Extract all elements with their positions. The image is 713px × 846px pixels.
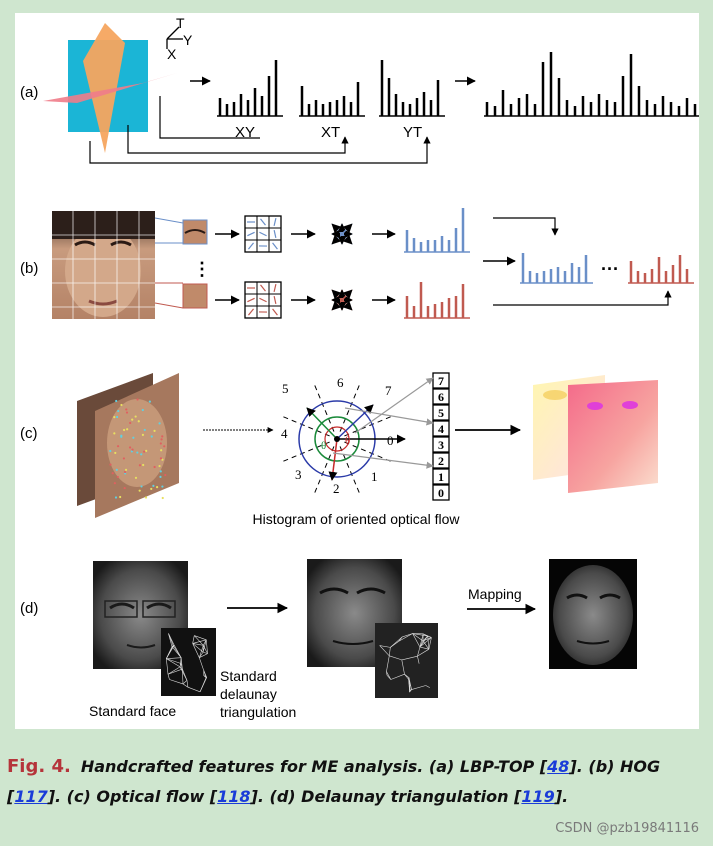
concatenated-histogram	[484, 52, 699, 116]
sector-label: 7	[385, 383, 392, 398]
hog-row-bottom	[215, 282, 470, 318]
figure-caption: Fig. 4. Handcrafted features for ME analy…	[7, 752, 707, 812]
sector-label: 4	[281, 426, 288, 441]
sector-label: 3	[295, 467, 302, 482]
hoof-diagram: θ θ 5 6 7 4 0 3 2 1	[280, 375, 405, 496]
figure-number: Fig. 4.	[7, 756, 71, 777]
lbp-histograms	[217, 60, 445, 116]
panel-c-label: (c)	[20, 425, 38, 442]
caption-intro: Handcrafted features for ME analysis. (a…	[81, 757, 547, 776]
panel-d-label: (d)	[20, 600, 38, 617]
target-delaunay-mesh	[375, 623, 438, 698]
ref-link-117[interactable]: 117	[14, 787, 47, 806]
ref-link-119[interactable]: 119	[521, 787, 554, 806]
axis-y: Y	[183, 32, 193, 48]
bin-label: 4	[438, 422, 444, 436]
bin-label: 5	[438, 406, 444, 420]
sector-label: 2	[333, 481, 340, 496]
theta-red: θ	[345, 435, 350, 447]
standard-delaunay-line3: triangulation	[220, 704, 296, 720]
hoof-bins: 7 6 5 4 3 2 1 0	[433, 373, 449, 500]
bin-connectors	[333, 378, 433, 466]
connector-yt	[90, 137, 427, 163]
mapped-face-image	[549, 559, 637, 669]
bin-label: 0	[438, 486, 444, 500]
figure-svg: (a) T Y X XY XT YT (b)	[15, 13, 699, 729]
sector-label: 5	[282, 381, 289, 396]
face-photo-b	[52, 211, 155, 319]
theta-green: θ	[321, 440, 326, 452]
panel-b: (b) ⋮ ···	[20, 208, 694, 319]
hist-label-yt: YT	[403, 124, 422, 141]
panel-a-label: (a)	[20, 84, 38, 101]
mapping-label: Mapping	[468, 586, 522, 602]
sector-label: 0	[387, 433, 394, 448]
panel-c: (c) θ θ 5 6 7 4 0 3 2 1 7 6 5 4 3 2 1 0	[20, 373, 658, 527]
face-frames-c	[77, 373, 179, 518]
caption-end: ].	[555, 787, 568, 806]
bin-label: 3	[438, 438, 444, 452]
standard-delaunay-line1: Standard	[220, 668, 277, 684]
caption-part-d: ]. (d) Delaunay triangulation [	[251, 787, 522, 806]
bin-label: 2	[438, 454, 444, 468]
sector-label: 1	[371, 469, 378, 484]
panel-b-label: (b)	[20, 260, 38, 277]
bin-label: 1	[438, 470, 444, 484]
figure-panel: (a) T Y X XY XT YT (b)	[15, 13, 699, 729]
hoof-caption: Histogram of oriented optical flow	[253, 511, 461, 527]
watermark: CSDN @pzb19841116	[555, 821, 699, 836]
standard-delaunay-mesh	[161, 628, 216, 696]
caption-part-c: ]. (c) Optical flow [	[48, 787, 217, 806]
patch-mouth	[183, 284, 207, 308]
connector-bottom	[493, 291, 668, 305]
vertical-ellipsis: ⋮	[193, 259, 211, 279]
panel-d: (d) Standard face Standard delaunay tria…	[20, 559, 637, 720]
hist-label-xt: XT	[321, 124, 340, 141]
ref-link-48[interactable]: 48	[547, 757, 569, 776]
standard-face-label: Standard face	[89, 703, 176, 719]
zoom-line-top	[155, 218, 183, 223]
axis-x: X	[167, 46, 177, 62]
bin-label: 6	[438, 390, 444, 404]
horizontal-ellipsis: ···	[601, 259, 619, 279]
panel-a: (a) T Y X XY XT YT	[20, 15, 699, 163]
flow-map	[533, 375, 658, 493]
sector-label: 6	[337, 375, 344, 390]
ref-link-118[interactable]: 118	[217, 787, 250, 806]
standard-delaunay-line2: delaunay	[220, 686, 277, 702]
axis-t: T	[176, 15, 185, 31]
bin-label: 7	[438, 374, 444, 388]
connector-top	[493, 218, 555, 235]
hog-row-top	[215, 208, 470, 252]
